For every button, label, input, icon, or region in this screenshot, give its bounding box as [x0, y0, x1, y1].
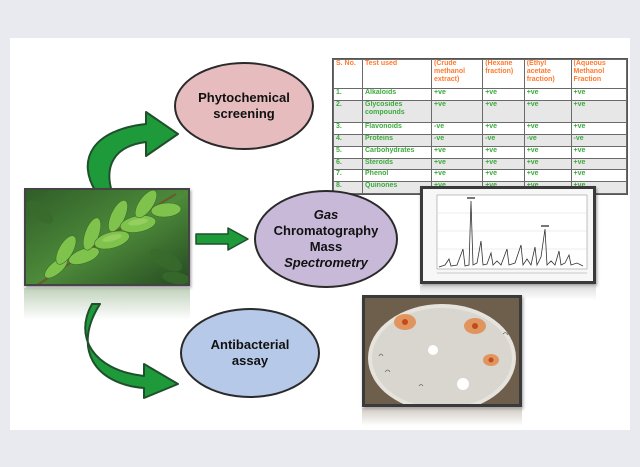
gcms-label-line1: Gas	[313, 207, 339, 222]
table-cell: +ve	[523, 99, 572, 124]
table-row: 5.Carbohydrates+ve+ve+ve+ve	[333, 145, 628, 159]
curry-leaf-photo	[24, 188, 190, 286]
header-test-used: Test used	[362, 59, 432, 89]
header-aqueous-methanol: (Aqueous Methanol Fraction	[570, 59, 628, 89]
antibacterial-label-line2: assay	[231, 353, 269, 368]
phytochemical-screening-oval: Phytochemical screening	[174, 62, 314, 150]
table-cell: -ve	[523, 133, 572, 147]
table-row: 3.Flavonoids-ve+ve+ve+ve	[333, 122, 628, 135]
table-cell: 3.	[333, 122, 363, 135]
table-cell: +ve	[430, 157, 484, 171]
table-cell: +ve	[482, 145, 525, 159]
table-cell: +ve	[430, 169, 484, 183]
table-cell: +ve	[482, 169, 525, 183]
leaf-photo-reflection	[24, 288, 190, 320]
antibacterial-label-line1: Antibacterial	[210, 337, 290, 352]
header-sno: S. No.	[333, 59, 363, 89]
table-cell: +ve	[430, 88, 484, 101]
table-cell: +ve	[523, 145, 572, 159]
table-cell: Phenol	[362, 169, 432, 183]
table-row: 1.Alkaloids+ve+ve+ve+ve	[333, 88, 628, 101]
table-cell: Alkaloids	[362, 88, 432, 101]
header-hexane: (Hexane fraction)	[482, 59, 525, 89]
table-cell: 1.	[333, 88, 363, 101]
table-cell: 6.	[333, 157, 363, 171]
table-cell: Glycosides compounds	[362, 99, 432, 124]
table-cell: -ve	[570, 133, 628, 147]
curved-arrow-up-icon	[86, 111, 179, 193]
table-row: 7.Phenol+ve+ve+ve+ve	[333, 169, 628, 183]
gcms-oval: Gas Chromatography Mass Spectrometry	[254, 190, 398, 288]
table-cell: +ve	[482, 99, 525, 124]
antibacterial-assay-oval: Antibacterial assay	[180, 308, 320, 398]
table-cell: 4.	[333, 133, 363, 147]
phytochemical-results-table: S. No. Test used (Crude methanol extract…	[332, 58, 628, 195]
table-cell: Quinones	[362, 181, 432, 194]
gcms-label-line3: Mass	[309, 239, 343, 254]
table-header-row: S. No. Test used (Crude methanol extract…	[333, 59, 628, 89]
gcms-label-line2: Chromatography	[273, 223, 379, 238]
table-cell: +ve	[482, 122, 525, 135]
table-cell: +ve	[482, 157, 525, 171]
table-cell: +ve	[570, 99, 628, 124]
table-cell: +ve	[523, 88, 572, 101]
table-row: 2.Glycosides compounds+ve+ve+ve+ve	[333, 99, 628, 124]
table-cell: 5.	[333, 145, 363, 159]
table-cell: +ve	[570, 169, 628, 183]
table-cell: +ve	[430, 145, 484, 159]
table-cell: -ve	[430, 122, 484, 135]
header-crude-methanol: (Crude methanol extract)	[430, 59, 484, 89]
table-cell: +ve	[570, 122, 628, 135]
table-row: 6.Steroids+ve+ve+ve+ve	[333, 157, 628, 171]
gc-chromatogram-image	[420, 186, 596, 284]
phytochemical-label-line2: screening	[213, 106, 275, 121]
table-cell: -ve	[430, 133, 484, 147]
phytochemical-label-line1: Phytochemical	[198, 90, 290, 105]
gcms-label-line4: Spectrometry	[284, 255, 368, 270]
table-cell: +ve	[482, 88, 525, 101]
header-ethyl-acetate: (Ethyl acetate fraction)	[523, 59, 572, 89]
table-cell: +ve	[570, 88, 628, 101]
table-cell: +ve	[430, 99, 484, 124]
table-cell: -ve	[482, 133, 525, 147]
table-cell: Steroids	[362, 157, 432, 171]
table-cell: +ve	[570, 145, 628, 159]
table-cell: +ve	[523, 122, 572, 135]
table-cell: Flavonoids	[362, 122, 432, 135]
table-cell: +ve	[523, 157, 572, 171]
table-row: 4.Proteins-ve-ve-ve-ve	[333, 133, 628, 147]
curved-arrow-down-icon	[84, 303, 179, 399]
straight-arrow-right-icon	[195, 227, 249, 251]
figure-canvas: Phytochemical screening S. No. Test used…	[10, 38, 630, 430]
table-cell: +ve	[570, 157, 628, 171]
table-cell: Proteins	[362, 133, 432, 147]
table-cell: Carbohydrates	[362, 145, 432, 159]
table-cell: 2.	[333, 99, 363, 124]
table-cell: 7.	[333, 169, 363, 183]
table-cell: +ve	[523, 169, 572, 183]
petri-dish-photo	[362, 295, 522, 407]
petri-dish-reflection	[362, 408, 522, 426]
